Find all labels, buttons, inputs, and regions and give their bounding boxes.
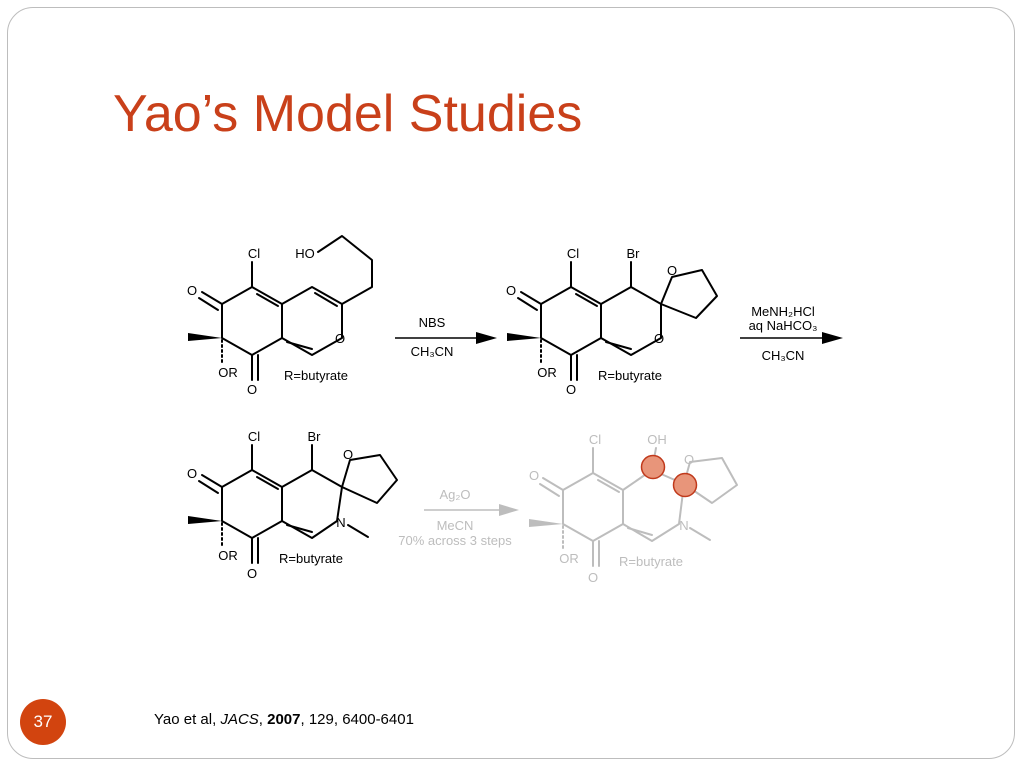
r-group-note: R=butyrate (619, 554, 683, 569)
r-group-note: R=butyrate (279, 551, 343, 566)
arrow-step-1 (395, 332, 497, 344)
r-group-note: R=butyrate (284, 368, 348, 383)
citation-separator: , (258, 711, 268, 728)
reagent-ag2o: Ag₂O (439, 487, 470, 502)
solvent-ch3cn: CH₃CN (762, 348, 805, 363)
atom-label-o: O (247, 566, 257, 581)
molecule-3-vinylogous-amide (198, 444, 398, 564)
atom-label-oh: OH (647, 432, 667, 447)
molecule-1-hydroxypropyl-isochromene (198, 235, 373, 381)
citation-year: 2007 (267, 711, 301, 728)
atom-label-or: OR (537, 365, 557, 380)
citation-journal: JACS (220, 711, 259, 728)
molecule-1-methyl-wedge (188, 333, 222, 341)
citation-authors: Yao et al, (154, 711, 221, 728)
atom-label-o: O (667, 263, 677, 278)
atom-label-o: O (684, 452, 694, 467)
atom-label-cl: Cl (248, 429, 260, 444)
slide-frame (7, 7, 1015, 759)
atom-label-o: O (187, 466, 197, 481)
atom-label-o: O (247, 382, 257, 397)
atom-label-o: O (335, 331, 345, 346)
slide-number-badge: 37 (20, 699, 66, 745)
atom-label-br: Br (308, 429, 322, 444)
atom-label-n: N (336, 515, 345, 530)
atom-label-o: O (566, 382, 576, 397)
molecule-2-bromo-spiroketal (517, 261, 718, 381)
citation-volume-pages: , 129, 6400-6401 (300, 711, 414, 728)
atom-label-or: OR (218, 548, 238, 563)
atom-label-o: O (506, 283, 516, 298)
atom-label-o: O (343, 447, 353, 462)
molecule-2-methyl-wedge (507, 333, 541, 341)
atom-label-o: O (588, 570, 598, 585)
atom-label-o: O (187, 283, 197, 298)
molecule-3-methyl-wedge (188, 516, 222, 524)
atom-label-o: O (654, 331, 664, 346)
atom-label-cl: Cl (589, 432, 601, 447)
highlight-circle-spiro-carbon (672, 472, 698, 498)
atom-label-cl: Cl (248, 246, 260, 261)
atom-label-or: OR (218, 365, 238, 380)
atom-label-br: Br (627, 246, 641, 261)
atom-label-n: N (679, 518, 688, 533)
atom-label-or: OR (559, 551, 579, 566)
r-group-note: R=butyrate (598, 368, 662, 383)
yield-note: 70% across 3 steps (398, 533, 512, 548)
molecule-4-methyl-wedge (529, 519, 563, 527)
reagent-nbs: NBS (419, 315, 446, 330)
atom-label-cl: Cl (567, 246, 579, 261)
arrow-step-2 (740, 332, 843, 344)
solvent-ch3cn: CH₃CN (411, 344, 454, 359)
reagent-aq-nahco3: aq NaHCO₃ (749, 318, 818, 333)
highlight-circle-hemiketal-carbon (640, 454, 666, 480)
atom-label-ho: HO (295, 246, 315, 261)
citation: Yao et al, JACS, 2007, 129, 6400-6401 (154, 711, 414, 728)
reagent-menh2hcl: MeNH₂HCl (751, 304, 815, 319)
slide-title: Yao’s Model Studies (113, 85, 583, 143)
arrow-step-3 (424, 504, 519, 516)
molecule-4-target-faded (539, 447, 738, 567)
atom-label-o: O (529, 468, 539, 483)
solvent-mecn: MeCN (437, 518, 474, 533)
